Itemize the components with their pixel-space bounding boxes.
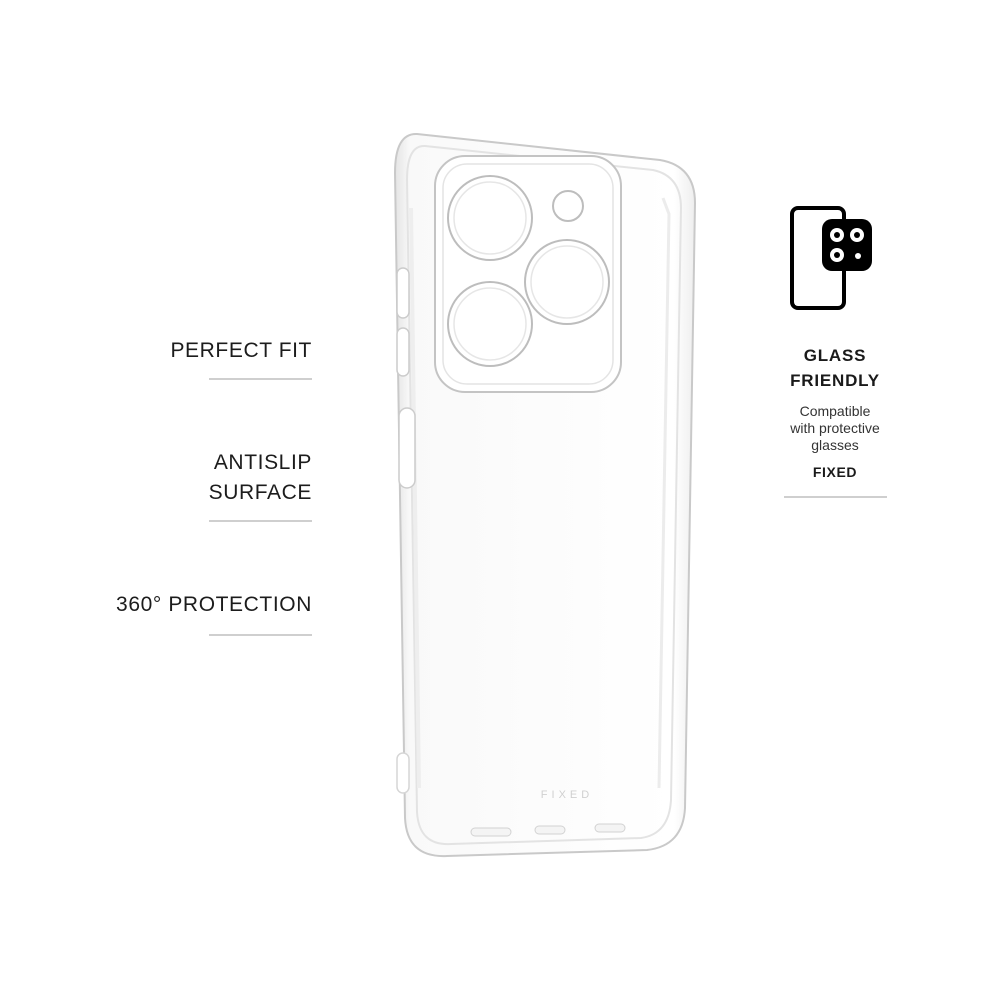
feature-divider (209, 378, 312, 380)
badge-brand: FIXED (812, 464, 858, 480)
feature-label-line-1: ANTISLIP (213, 451, 312, 474)
badge-description: Compatible with protective glasses (770, 403, 900, 454)
badge-description-line-1: Compatible (799, 403, 871, 419)
feature-label-line-2: SURFACE (208, 481, 312, 504)
feature-perfect-fit: PERFECT FIT (52, 336, 312, 380)
badge-title-line-1: GLASS (803, 346, 867, 365)
feature-360-protection: 360° PROTECTION (52, 590, 312, 636)
glass-friendly-icon (790, 206, 872, 310)
feature-label: 360° PROTECTION (116, 593, 312, 616)
badge-title: GLASS FRIENDLY (770, 343, 900, 393)
badge-divider (783, 496, 887, 498)
glass-friendly-badge: GLASS FRIENDLY Compatible with protectiv… (770, 205, 900, 498)
feature-divider (209, 520, 312, 522)
feature-label: PERFECT FIT (170, 339, 312, 362)
case-logo: FIXED (541, 789, 593, 801)
feature-divider (209, 634, 312, 636)
badge-description-line-3: glasses (811, 437, 859, 453)
feature-label: ANTISLIP SURFACE (52, 448, 312, 508)
badge-title-line-2: FRIENDLY (790, 371, 880, 390)
phone-case-image: FIXED (393, 132, 697, 858)
feature-antislip-surface: ANTISLIP SURFACE (52, 448, 312, 522)
badge-description-line-2: with protective (790, 420, 880, 436)
